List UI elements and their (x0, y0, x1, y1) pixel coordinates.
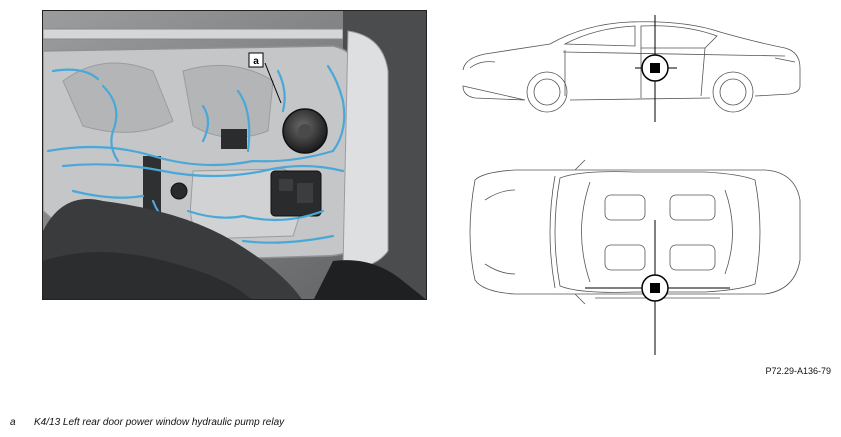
callout-leader-line (264, 62, 282, 104)
vehicle-location-views (455, 10, 815, 360)
top-view-car (469, 159, 801, 305)
legend-key: a (10, 417, 16, 428)
side-view-car (462, 21, 801, 113)
vehicle-views-drawing (462, 15, 801, 355)
legend-text: K4/13 Left rear door power window hydrau… (34, 417, 285, 428)
callout-a-box (248, 52, 264, 68)
figure-id: P72.29-A136-79 (765, 366, 831, 376)
side-view-location-marker (635, 15, 677, 122)
door-photo-drawing: a (43, 11, 426, 299)
legend-row: a K4/13 Left rear door power window hydra… (10, 417, 284, 428)
door-interior-photo: a (42, 10, 427, 300)
callout-a-label: a (253, 56, 259, 67)
top-view-location-marker (585, 220, 730, 355)
wiring-harness (46, 64, 346, 244)
